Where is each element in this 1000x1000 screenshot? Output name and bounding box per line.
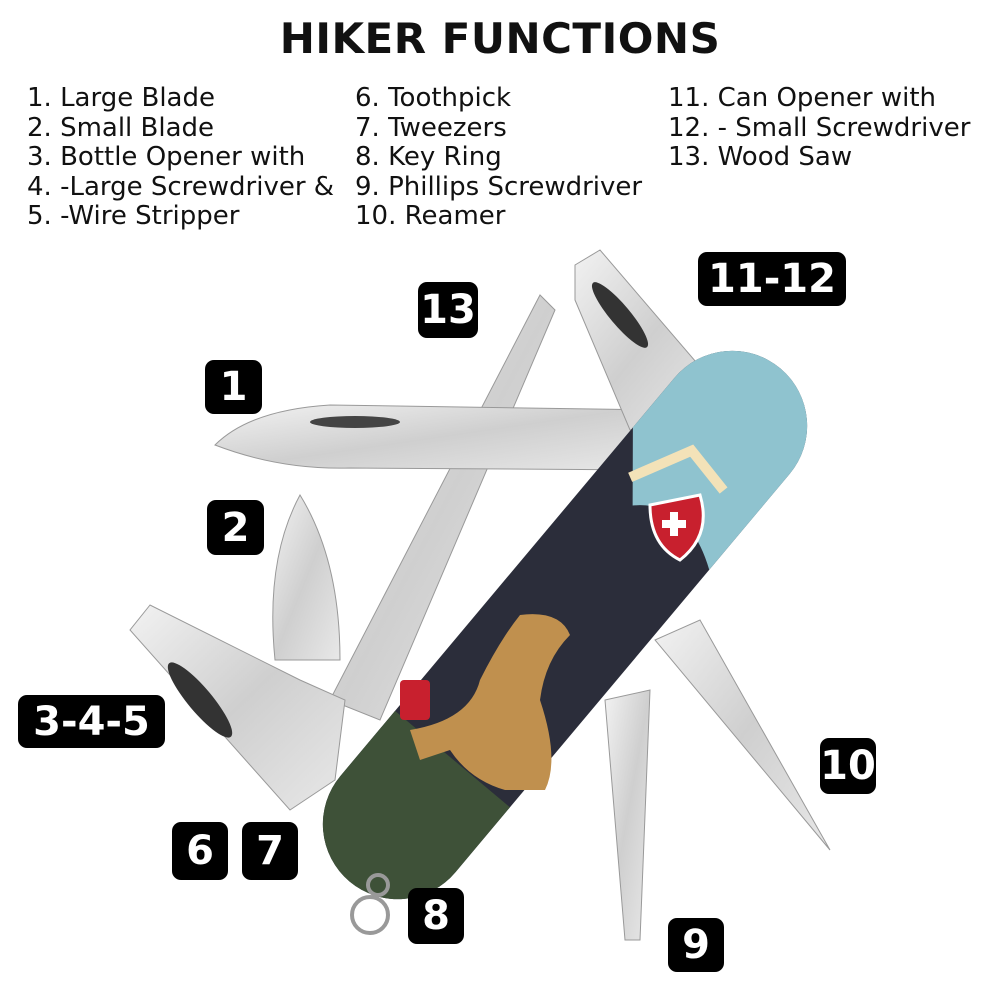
function-item: 13. Wood Saw <box>668 142 853 172</box>
function-item: 10. Reamer <box>355 201 506 231</box>
badge-7: 7 <box>242 822 298 880</box>
function-item: 8. Key Ring <box>355 142 502 172</box>
bear-illustration <box>410 614 570 790</box>
key-ring <box>350 895 390 935</box>
badge-9: 9 <box>668 918 724 972</box>
function-item: 9. Phillips Screwdriver <box>355 171 643 202</box>
small-blade <box>272 493 341 661</box>
phillips-screwdriver <box>604 689 651 941</box>
bottle-opener <box>129 604 346 811</box>
badge-8: 8 <box>408 888 464 944</box>
badge-13: 13 <box>418 282 478 338</box>
badge-6: 6 <box>172 822 228 880</box>
function-list-col2: 6. Toothpick 7. Tweezers 8. Key Ring 9. … <box>355 83 643 232</box>
function-item: 7. Tweezers <box>355 112 507 143</box>
function-item: 1. Large Blade <box>27 83 215 113</box>
badge-10: 10 <box>820 738 876 794</box>
function-item: 2. Small Blade <box>27 112 215 143</box>
function-item: 4. -Large Screwdriver & <box>27 171 335 202</box>
page-title: HIKER FUNCTIONS <box>279 14 721 63</box>
function-item: 11. Can Opener with <box>668 83 936 113</box>
function-list-col1: 1. Large Blade 2. Small Blade 3. Bottle … <box>27 83 335 232</box>
large-blade <box>214 404 661 471</box>
badge-2: 2 <box>207 500 264 555</box>
wood-saw <box>329 294 556 721</box>
lantern-icon <box>400 680 430 720</box>
function-item: 12. - Small Screwdriver <box>668 112 971 143</box>
function-list-col3: 11. Can Opener with 12. - Small Screwdri… <box>668 83 971 173</box>
badge-1: 1 <box>205 360 262 414</box>
badge-11-12: 11-12 <box>698 252 846 306</box>
reamer <box>654 619 831 851</box>
function-item: 3. Bottle Opener with <box>27 142 306 172</box>
function-item: 5. -Wire Stripper <box>27 201 240 231</box>
function-item: 6. Toothpick <box>355 83 512 113</box>
badge-3-4-5: 3-4-5 <box>18 695 165 748</box>
